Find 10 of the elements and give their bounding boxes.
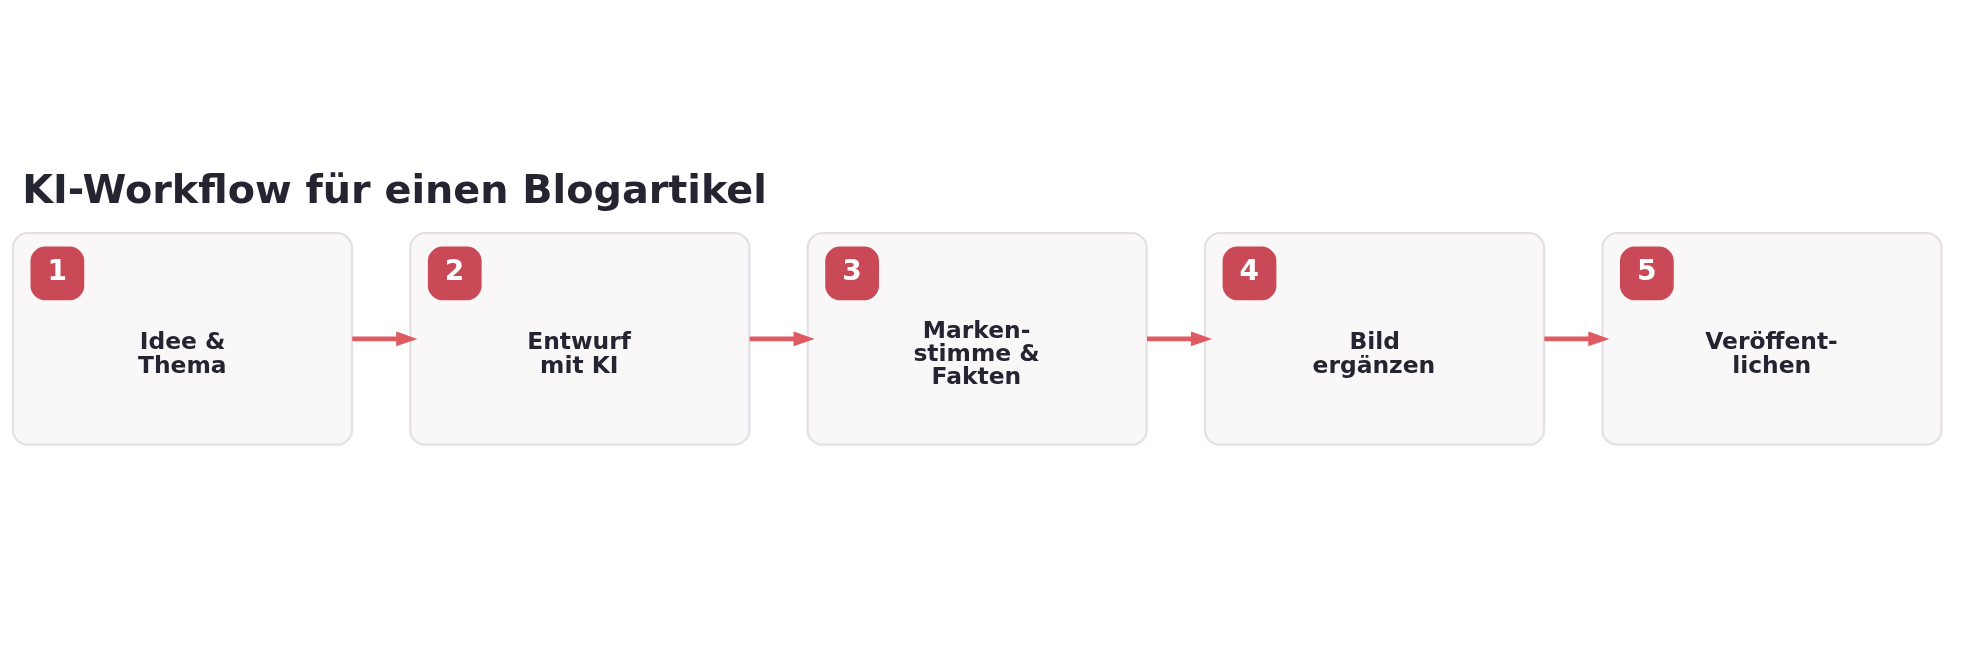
node-box: 5 Veröffent- lichen xyxy=(1601,231,1943,446)
node-box: 3 Marken- stimme & Fakten xyxy=(806,231,1148,446)
arrow xyxy=(352,331,418,347)
arrow xyxy=(749,331,815,347)
arrow xyxy=(1544,331,1610,347)
node-box: 2 Entwurf mit KI xyxy=(409,231,751,446)
diagram-title: KI-Workflow für einen Blogartikel xyxy=(22,165,767,212)
node-box: 1 Idee & Thema xyxy=(11,231,354,446)
node-box: 4 Bild ergänzen xyxy=(1203,231,1546,446)
arrow xyxy=(1147,331,1212,347)
